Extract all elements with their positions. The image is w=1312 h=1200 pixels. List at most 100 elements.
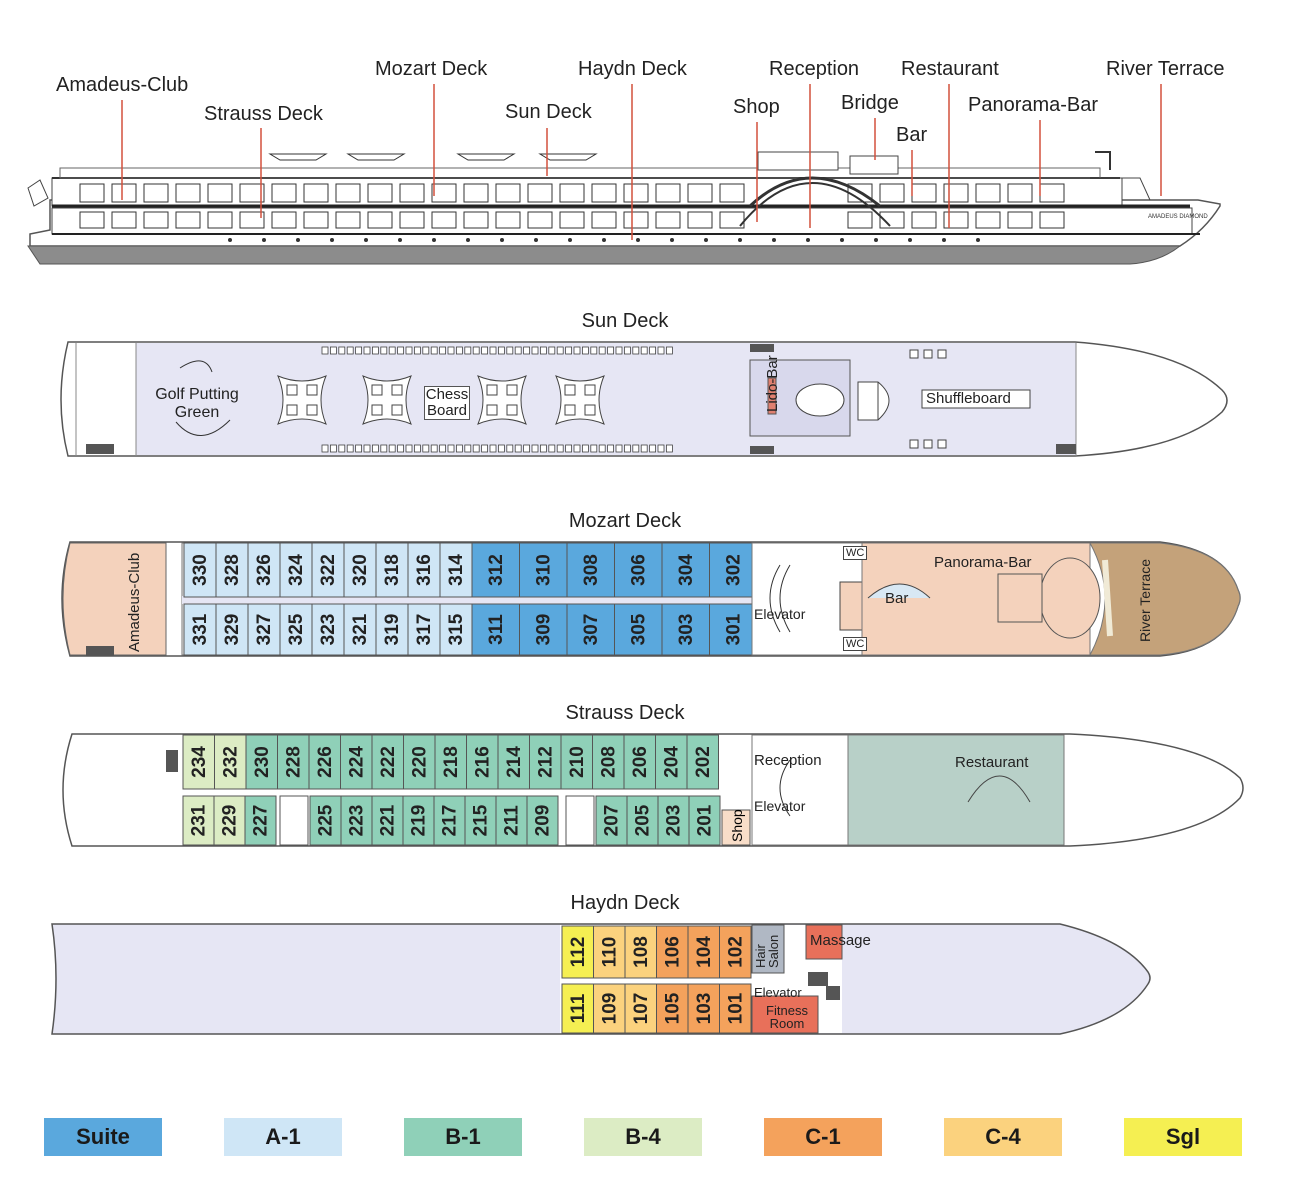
sun-chair bbox=[564, 404, 576, 416]
profile-window bbox=[367, 183, 393, 203]
label-amadeus-club: Amadeus-Club bbox=[56, 74, 189, 96]
profile-porthole bbox=[840, 238, 844, 242]
profile-window bbox=[239, 211, 265, 229]
sun-lounger bbox=[489, 346, 497, 355]
sun-lounger bbox=[598, 346, 606, 355]
cabin-226 bbox=[308, 734, 341, 790]
cabin-number-208: 208 bbox=[598, 746, 619, 778]
sun-lounger bbox=[439, 444, 447, 453]
sun-lounger bbox=[640, 444, 648, 453]
profile-window bbox=[911, 211, 937, 229]
cabin-215 bbox=[464, 795, 497, 846]
cabin-number-105: 105 bbox=[662, 992, 683, 1024]
profile-window bbox=[623, 183, 649, 203]
sun-lounger bbox=[455, 444, 463, 453]
cabin-number-328: 328 bbox=[222, 554, 243, 586]
cabin-number-224: 224 bbox=[346, 746, 367, 778]
profile-porthole bbox=[432, 238, 436, 242]
profile-window bbox=[207, 211, 233, 229]
profile-ship-name: AMADEUS DIAMOND bbox=[1148, 214, 1208, 220]
profile-sun-awnings bbox=[268, 153, 598, 161]
cabin-number-214: 214 bbox=[504, 746, 525, 778]
sun-lounger bbox=[624, 346, 631, 355]
sun-lounger bbox=[321, 346, 329, 355]
profile-porthole bbox=[976, 238, 980, 242]
sun-lounger bbox=[923, 349, 933, 359]
cabin-310 bbox=[519, 542, 568, 598]
profile-window bbox=[79, 183, 105, 203]
wc-label-top: WC bbox=[843, 546, 868, 560]
legend-b4-label: B-4 bbox=[625, 1124, 661, 1149]
sun-lounger bbox=[937, 439, 947, 449]
cabin-number-321: 321 bbox=[350, 613, 371, 645]
sun-lounger bbox=[923, 439, 933, 449]
profile-window bbox=[111, 183, 137, 203]
profile-window bbox=[559, 211, 585, 229]
sun-lounger bbox=[497, 444, 505, 453]
profile-porthole bbox=[228, 238, 232, 242]
cabin-311 bbox=[471, 603, 520, 656]
cabin-number-303: 303 bbox=[676, 614, 697, 646]
wc-label-bottom: WC bbox=[843, 637, 868, 651]
cabin-number-314: 314 bbox=[446, 554, 467, 586]
cabin-220 bbox=[403, 734, 436, 790]
sun-lounger bbox=[514, 444, 522, 453]
cabin-316 bbox=[407, 542, 441, 598]
sun-lounger bbox=[624, 444, 631, 453]
cabin-230 bbox=[245, 734, 278, 790]
profile-window bbox=[239, 183, 265, 203]
cabin-number-227: 227 bbox=[251, 805, 272, 837]
cabin-number-217: 217 bbox=[440, 805, 461, 837]
sun-chair bbox=[371, 404, 383, 416]
sun-lounger bbox=[397, 444, 405, 453]
profile-porthole bbox=[602, 238, 606, 242]
sun-lounger bbox=[413, 444, 421, 453]
cabin-number-205: 205 bbox=[633, 804, 654, 836]
cabin-205 bbox=[626, 795, 659, 846]
fitness-room-label: Fitness Room bbox=[766, 1003, 808, 1031]
profile-portholes bbox=[228, 238, 980, 242]
sun-chair bbox=[391, 404, 403, 416]
ship-profile: AMADEUS DIAMOND bbox=[27, 84, 1221, 265]
profile-porthole bbox=[806, 238, 810, 242]
mozart-elevator-label: Elevator bbox=[754, 606, 806, 622]
mozart-deck-title: Mozart Deck bbox=[568, 510, 682, 532]
profile-window bbox=[655, 211, 681, 229]
profile-window bbox=[303, 183, 329, 203]
cabin-number-111: 111 bbox=[568, 993, 589, 1023]
label-reception: Reception bbox=[769, 58, 860, 80]
cabin-number-107: 107 bbox=[631, 993, 652, 1025]
cabin-229 bbox=[213, 795, 246, 846]
sun-loungers bbox=[321, 346, 947, 453]
strauss-elevator-label: Elevator bbox=[754, 798, 806, 814]
cabin-number-305: 305 bbox=[628, 613, 649, 645]
cabin-number-301: 301 bbox=[723, 613, 744, 645]
sun-lounger bbox=[338, 346, 346, 355]
sun-lounger bbox=[556, 346, 564, 355]
profile-porthole bbox=[738, 238, 742, 242]
sun-table-groups bbox=[277, 375, 605, 425]
sun-chair bbox=[286, 384, 298, 396]
sun-lounger bbox=[405, 444, 413, 453]
legend-b4: B-4 bbox=[584, 1118, 702, 1156]
legend-a1-label: A-1 bbox=[265, 1124, 301, 1149]
sun-lounger bbox=[489, 444, 497, 453]
profile-window bbox=[847, 211, 873, 229]
cabin-number-204: 204 bbox=[661, 746, 682, 778]
cabin-number-318: 318 bbox=[382, 554, 403, 586]
cabin-number-206: 206 bbox=[630, 746, 651, 778]
sun-lounger bbox=[573, 346, 581, 355]
haydn-elevator-label: Elevator bbox=[754, 985, 802, 1000]
profile-awning bbox=[538, 153, 598, 161]
legend-sgl: Sgl bbox=[1124, 1118, 1242, 1156]
profile-porthole bbox=[364, 238, 368, 242]
profile-window bbox=[1039, 183, 1065, 203]
cabin-315 bbox=[439, 603, 473, 656]
legend-c4-label: C-4 bbox=[985, 1124, 1021, 1149]
cabin-222 bbox=[371, 734, 404, 790]
shuffleboard-court bbox=[921, 389, 1031, 409]
profile-window bbox=[303, 211, 329, 229]
sun-chair bbox=[306, 404, 318, 416]
